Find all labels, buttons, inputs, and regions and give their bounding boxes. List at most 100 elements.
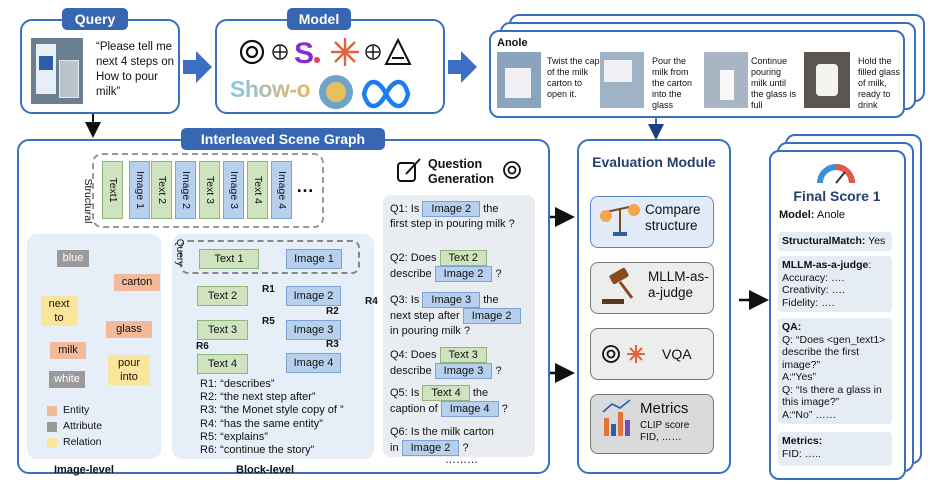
final-metrics: Metrics: FID: …..: [778, 432, 892, 466]
node-milk: milk: [50, 342, 86, 359]
eval-compare-label: Compare structure: [645, 202, 701, 233]
final-qa: QA: Q: “Does <gen_text1> describe the fi…: [778, 318, 892, 424]
final-structural: StructuralMatch: Yes: [778, 232, 892, 251]
show-o-logo: Show-o: [230, 76, 311, 102]
seq-text4: Text 4: [247, 161, 268, 219]
final-model-line: Model: Anole: [779, 209, 846, 221]
query-image: [31, 38, 83, 104]
relation-list: R1: “describes” R2: “the next step after…: [200, 378, 344, 457]
edge-r6: R6: [196, 341, 209, 352]
query-group: [180, 240, 360, 274]
block-image1: Image 1: [286, 249, 342, 269]
eval-mllm-label: MLLM-as- a-judge: [648, 269, 709, 300]
node-white: white: [49, 371, 85, 388]
question-generation-title: Question Generation: [428, 157, 494, 186]
node-blue: blue: [57, 250, 89, 267]
legend-attribute-swatch: [47, 422, 57, 432]
block-text4: Text 4: [197, 354, 248, 374]
legend-entity: Entity: [63, 404, 90, 416]
anole-step2-text: Pour the milk from the carton into the g…: [652, 56, 693, 110]
anole-step3-image: [704, 52, 748, 108]
plus-icon: [272, 44, 288, 60]
node-carton: carton: [114, 274, 160, 291]
anole-step2-image: [600, 52, 644, 108]
block-text1: Text 1: [199, 249, 259, 269]
eval-mllm-judge: [590, 262, 714, 314]
anole-step1-text: Twist the cap of the milk carton to open…: [547, 56, 600, 99]
seq-image1: Image 1: [129, 161, 150, 219]
block-image4: Image 4: [286, 353, 341, 373]
query-to-model-arrow: [183, 51, 212, 83]
bar-chart-icon: [602, 399, 631, 436]
node-next-to: next to: [41, 296, 77, 326]
eval-metrics-sub: CLIP score FID, ……: [640, 420, 690, 443]
edge-r5: R5: [262, 316, 275, 327]
triangle-logo-icon: [384, 37, 412, 65]
isg-header: Interleaved Scene Graph: [181, 128, 385, 150]
edge-r3: R3: [326, 339, 339, 350]
seq-image2: Image 2: [175, 161, 196, 219]
eval-metrics-label: Metrics: [640, 400, 689, 417]
legend-entity-swatch: [47, 406, 57, 416]
seq-image4: Image 4: [271, 161, 292, 219]
image-level-panel: [27, 234, 161, 459]
s-logo-icon: S: [294, 37, 314, 70]
edge-r4: R4: [365, 296, 378, 307]
evaluation-title: Evaluation Module: [592, 154, 716, 170]
openai-vqa-icon: [602, 345, 620, 363]
eval-vqa: [590, 328, 714, 380]
legend-relation: Relation: [63, 436, 102, 448]
eval-compare-structure: [590, 196, 714, 248]
anole-step3-text: Continue pouring milk until the glass is…: [751, 56, 797, 110]
final-score-card: [769, 150, 906, 480]
model-to-output-arrow: [448, 51, 477, 83]
claude-vqa-icon: [627, 345, 645, 363]
anole-step4-text: Hold the filled glass of milk, ready to …: [858, 56, 901, 110]
gauge-icon: [817, 164, 855, 184]
final-score-title: Final Score 1: [793, 188, 881, 204]
anole-step4-image: [804, 52, 850, 108]
openai-small-icon: [503, 161, 521, 179]
seq-text3: Text 3: [199, 161, 220, 219]
seq-text2: Text 2: [151, 161, 172, 219]
gavel-icon: [602, 267, 634, 304]
edit-icon: [397, 158, 421, 182]
edge-r2: R2: [326, 306, 339, 317]
legend-attribute: Attribute: [63, 420, 103, 432]
eval-vqa-label: VQA: [662, 346, 692, 362]
legend-relation-swatch: [47, 438, 57, 448]
seq-ellipsis: …: [296, 176, 314, 196]
seq-image3: Image 3: [223, 161, 244, 219]
anole-step1-image: [497, 52, 541, 108]
question-ellipsis: ………: [445, 454, 478, 466]
block-text2: Text 2: [197, 286, 248, 306]
node-pour-into: pour into: [108, 355, 150, 385]
final-judge: MLLM-as-a-judge: Accuracy: …. Creativity…: [778, 256, 892, 312]
structural-sequence: [92, 153, 324, 228]
block-image3: Image 3: [286, 320, 341, 340]
openai-icon: [239, 39, 265, 65]
edge-r1: R1: [262, 284, 275, 295]
block-level-caption: Block-level: [236, 464, 295, 476]
claude-star-icon: [331, 38, 359, 66]
anole-title: Anole: [497, 37, 528, 49]
block-text3: Text 3: [197, 320, 248, 340]
node-glass: glass: [106, 321, 152, 338]
eval-metrics: [590, 394, 714, 454]
image-level-caption: Image-level: [54, 464, 114, 476]
query-header: Query: [62, 8, 128, 30]
query-text: “Please tell me next 4 steps on How to p…: [96, 41, 178, 98]
meta-logo-icon: [361, 79, 411, 109]
block-level-panel: [172, 234, 374, 459]
seq-text1: Text1: [102, 161, 123, 219]
model-header: Model: [287, 8, 351, 30]
block-image2: Image 2: [286, 286, 341, 306]
balance-scale-icon: [600, 204, 640, 236]
